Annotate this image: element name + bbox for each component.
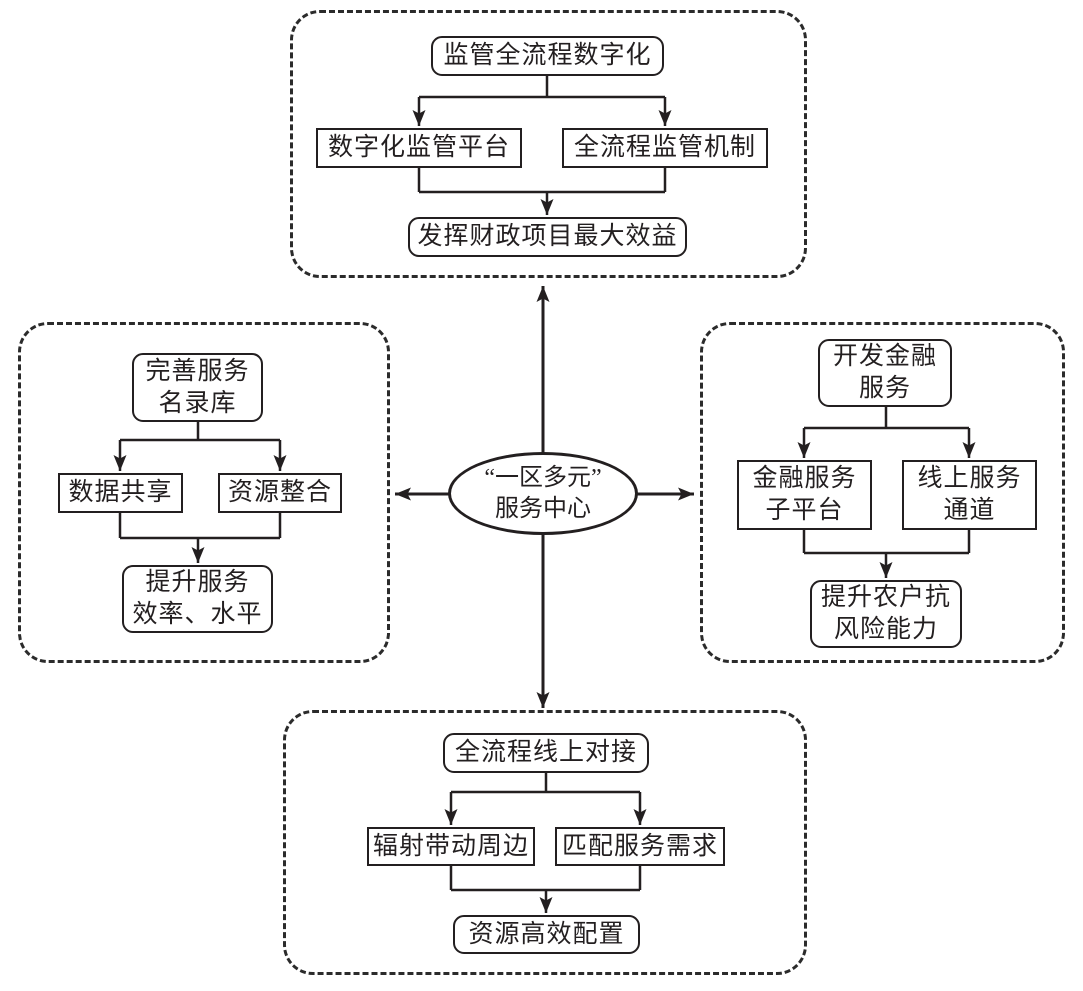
bottom-branch-right-box: 匹配服务需求: [555, 827, 725, 866]
top-outcome-box: 发挥财政项目最大效益: [408, 217, 687, 257]
right-outcome-box: 提升农户抗 风险能力: [810, 580, 962, 648]
bottom-split-line: [451, 773, 640, 794]
top-branch-right-box: 全流程监管机制: [562, 128, 768, 168]
top-merge-line: [417, 168, 667, 194]
left-split-line: [120, 422, 280, 442]
panel-service-directory: [18, 322, 390, 663]
left-title-box: 完善服务 名录库: [132, 353, 263, 422]
left-outcome-box: 提升服务 效率、水平: [122, 565, 273, 633]
bottom-outcome-box: 资源高效配置: [453, 915, 640, 954]
right-panel-connectors: [797, 407, 976, 578]
left-panel-connectors: [113, 422, 287, 563]
top-panel-connectors: [412, 76, 672, 215]
center-radial-arrows: [395, 286, 694, 708]
top-split-line: [419, 76, 665, 99]
panel-online-matching: [283, 710, 807, 975]
left-merge-line: [118, 513, 282, 540]
bottom-panel-connectors: [444, 773, 647, 913]
center-hub-ellipse: “一区多元” 服务中心: [448, 452, 638, 535]
top-branch-left-box: 数字化监管平台: [316, 128, 522, 168]
right-branch-right-box: 线上服务 通道: [902, 460, 1037, 530]
top-title-box: 监管全流程数字化: [431, 36, 664, 76]
left-branch-left-box: 数据共享: [58, 473, 183, 513]
panel-financial-services: [700, 322, 1065, 663]
bottom-branch-left-box: 辐射带动周边: [367, 827, 535, 866]
left-branch-right-box: 资源整合: [218, 473, 342, 513]
right-title-box: 开发金融 服务: [818, 339, 952, 407]
right-branch-left-box: 金融服务 子平台: [737, 460, 872, 530]
bottom-title-box: 全流程线上对接: [443, 733, 649, 773]
right-split-line: [804, 407, 969, 430]
panel-regulation-digitalization: [290, 10, 807, 278]
